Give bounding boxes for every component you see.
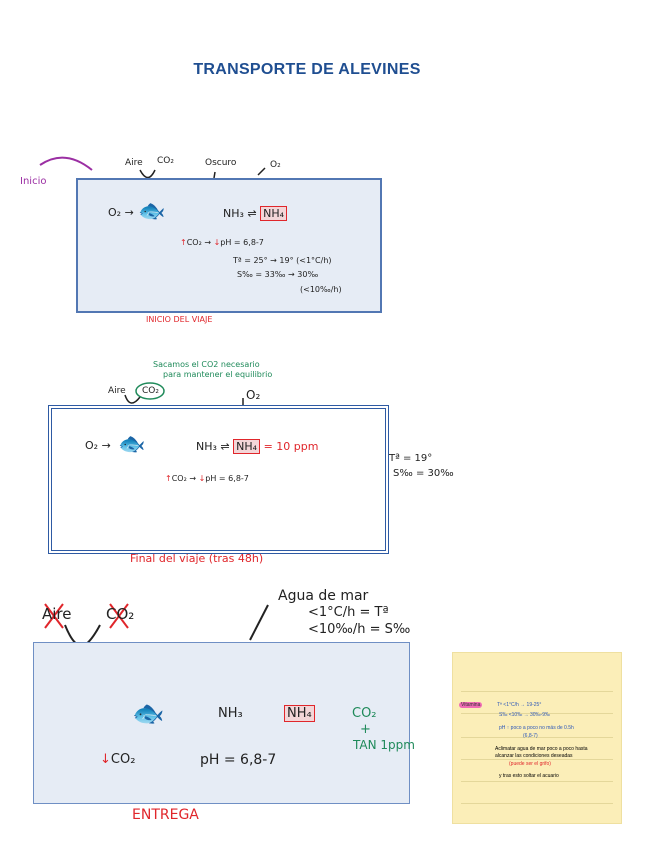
green-note: Sacamos el CO2 necesario [153, 360, 260, 369]
green-note-2: para mantener el equilibrio [163, 370, 273, 379]
note-line: S‰ <10‰ → 30‰-9‰ [499, 712, 550, 718]
tan-value: TAN 1ppm [353, 738, 415, 752]
co2-down: ↓CO₂ [100, 752, 136, 767]
start-label: Inicio [20, 176, 47, 187]
section-caption: ENTREGA [132, 807, 199, 823]
co2-ph-line: ↑CO₂ → ↓pH = 6,8-7 [180, 238, 264, 247]
co2-output: CO₂ [352, 706, 377, 721]
note-line: (puede ser el grifo) [509, 761, 551, 767]
air-crossed: Aire [42, 605, 72, 623]
page-title: TRANSPORTE DE ALEVINES [193, 61, 421, 78]
note-line: y tras esto soltar el acuario [499, 773, 559, 779]
note-line: (6,8-7) [523, 733, 538, 739]
fish-icon: 🐟 [138, 198, 166, 223]
dark-label: Oscuro [205, 158, 237, 168]
nh4-box: NH₄ [260, 206, 288, 221]
note-line: Tª <1°C/h → 19-25° [497, 702, 542, 708]
temp-rate: <1°C/h = Tª [308, 605, 389, 620]
o2-label: O₂ [270, 160, 281, 170]
nh4-value: = 10 ppm [263, 440, 319, 453]
salinity-rate-text: (<10‰/h) [300, 285, 342, 294]
temperature-text: Tª = 25° → 19° (<1°C/h) [233, 256, 332, 265]
co2-circled: CO₂ [142, 386, 159, 396]
section-caption: Final del viaje (tras 48h) [130, 552, 264, 565]
nh4-box: NH₄ [284, 705, 315, 722]
initial-trip-box [76, 178, 382, 313]
o2-input: O₂ → [108, 206, 134, 219]
air-label: Aire [108, 386, 126, 396]
nh3-label: NH₃ ⇌ NH₄ [223, 206, 288, 221]
salinity-text: S‰ = 30‰ [393, 468, 454, 479]
salinity-rate: <10‰/h = S‰ [308, 622, 411, 637]
temperature-text: Tª = 19° [389, 453, 433, 464]
air-label: Aire [125, 158, 143, 168]
sticky-note: Vitamina Tª <1°C/h → 19-25° S‰ <10‰ → 30… [452, 652, 622, 824]
section-caption: INICIO DEL VIAJE [146, 315, 213, 324]
nh3-label: NH₃ ⇌ NH₄ = 10 ppm [196, 439, 319, 454]
note-line: pH ↑ poco a poco no más de 0.5h [499, 725, 574, 731]
salinity-text: S‰ = 33‰ → 30‰ [237, 270, 319, 279]
note-line: alcanzar las condiciones deseadas [495, 753, 573, 759]
ph-text: pH = 6,8-7 [200, 752, 277, 768]
co2-crossed: CO₂ [106, 605, 135, 623]
note-line: Aclimatar agua de mar poco a poco hasta [495, 746, 588, 752]
nh3-label: NH₃ [218, 706, 243, 721]
nh4-box: NH₄ [233, 439, 261, 454]
delivery-box [33, 642, 410, 804]
o2-input: O₂ → [85, 439, 111, 452]
highlight-label: Vitamina [459, 702, 483, 708]
fish-icon: 🐟 [132, 698, 165, 728]
plus-sign: + [360, 722, 371, 737]
o2-top: O₂ [246, 388, 261, 402]
sea-water-label: Agua de mar [278, 588, 369, 604]
end-trip-box [48, 405, 389, 554]
fish-icon: 🐟 [118, 431, 146, 456]
co2-label: CO₂ [157, 156, 174, 166]
co2-ph-line: ↑CO₂ → ↓pH = 6,8-7 [165, 474, 249, 483]
